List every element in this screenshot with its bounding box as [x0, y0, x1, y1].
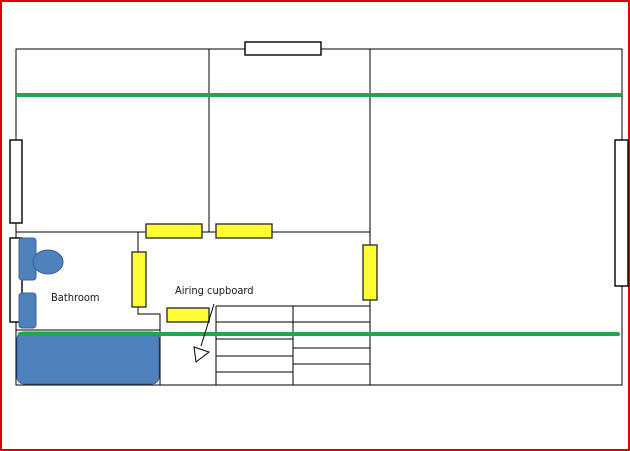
- bathroom-fixtures: [16, 237, 160, 385]
- window-left: [9, 139, 23, 224]
- window-right: [614, 139, 629, 287]
- radiator: [362, 244, 378, 301]
- airing-cupboard-label: Airing cupboard: [175, 284, 254, 297]
- toilet-icon: [18, 237, 64, 281]
- bathroom-label: Bathroom: [51, 291, 100, 304]
- window-top: [244, 41, 322, 56]
- windows: [9, 41, 629, 323]
- stairs: [216, 321, 370, 373]
- arrow-icon: [193, 303, 215, 363]
- bath-icon: [16, 331, 160, 385]
- radiator: [145, 223, 203, 239]
- sink-icon: [18, 292, 37, 329]
- radiator: [166, 307, 210, 323]
- radiators: [131, 223, 378, 323]
- radiator: [215, 223, 273, 239]
- radiator: [131, 251, 147, 308]
- heating-pipes: [16, 93, 622, 336]
